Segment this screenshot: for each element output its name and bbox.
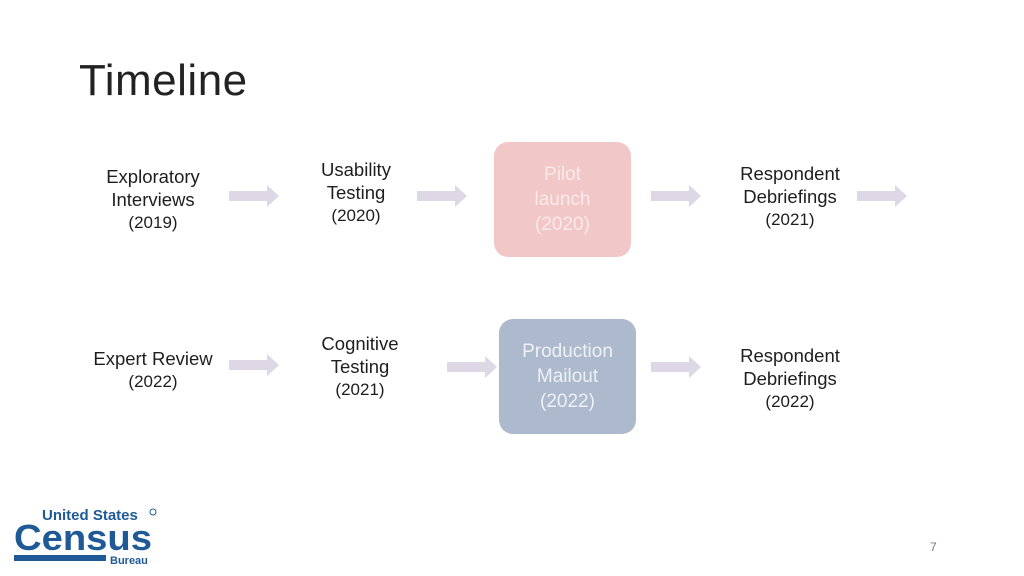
step-year: (2020) xyxy=(331,206,381,225)
logo-main-text: Census xyxy=(14,517,152,558)
step-year: (2022) xyxy=(765,392,815,411)
page-number: 7 xyxy=(930,540,937,554)
logo-bottom-text: Bureau xyxy=(110,555,148,566)
step-label-line1: Respondent xyxy=(740,345,840,366)
logo-underline-bar xyxy=(14,555,106,561)
logo-top-text: United States xyxy=(42,507,138,524)
arrow-right-icon xyxy=(857,185,907,207)
step-year: (2019) xyxy=(128,213,178,232)
step-year: (2021) xyxy=(335,380,385,399)
step-label-line2: Testing xyxy=(326,182,386,203)
step-label-line1: Pilot xyxy=(544,164,581,185)
step-label-line2: Debriefings xyxy=(743,186,837,207)
step-label-line2: Testing xyxy=(330,356,390,377)
arrow-right-icon xyxy=(229,354,279,376)
arrow-right-icon xyxy=(651,356,701,378)
step-label-line1: Production xyxy=(522,341,613,362)
step-label-line2: Interviews xyxy=(111,189,195,210)
arrow-right-icon xyxy=(229,185,279,207)
registered-mark-icon xyxy=(149,508,157,516)
step-usability-testing: Usability Testing (2020) xyxy=(296,158,416,227)
step-label-line1: Respondent xyxy=(740,163,840,184)
step-expert-review: Expert Review (2022) xyxy=(83,347,223,393)
step-year: (2022) xyxy=(128,372,178,391)
step-production-mailout-box: Production Mailout (2022) xyxy=(499,319,636,434)
step-cognitive-testing: Cognitive Testing (2021) xyxy=(300,332,420,401)
step-year: (2021) xyxy=(765,210,815,229)
census-bureau-logo: United States Census Bureau xyxy=(14,507,157,566)
slide-title: Timeline xyxy=(79,56,248,105)
arrow-right-icon xyxy=(417,185,467,207)
step-respondent-debriefings-2021: Respondent Debriefings (2021) xyxy=(720,162,860,231)
step-label-line1: Expert Review xyxy=(93,348,213,369)
step-label-line2: Mailout xyxy=(536,366,599,387)
step-label-line1: Cognitive xyxy=(321,333,399,354)
step-year: (2022) xyxy=(540,391,595,412)
step-label-line1: Exploratory xyxy=(106,166,200,187)
step-label-line2: Debriefings xyxy=(743,368,837,389)
step-respondent-debriefings-2022: Respondent Debriefings (2022) xyxy=(720,344,860,413)
step-exploratory-interviews: Exploratory Interviews (2019) xyxy=(88,165,218,234)
arrow-right-icon xyxy=(651,185,701,207)
arrow-right-icon xyxy=(447,356,497,378)
step-label-line1: Usability xyxy=(321,159,391,180)
step-label-line2: launch xyxy=(534,189,591,210)
step-year: (2020) xyxy=(535,214,590,235)
step-pilot-launch-box: Pilot launch (2020) xyxy=(494,142,631,257)
